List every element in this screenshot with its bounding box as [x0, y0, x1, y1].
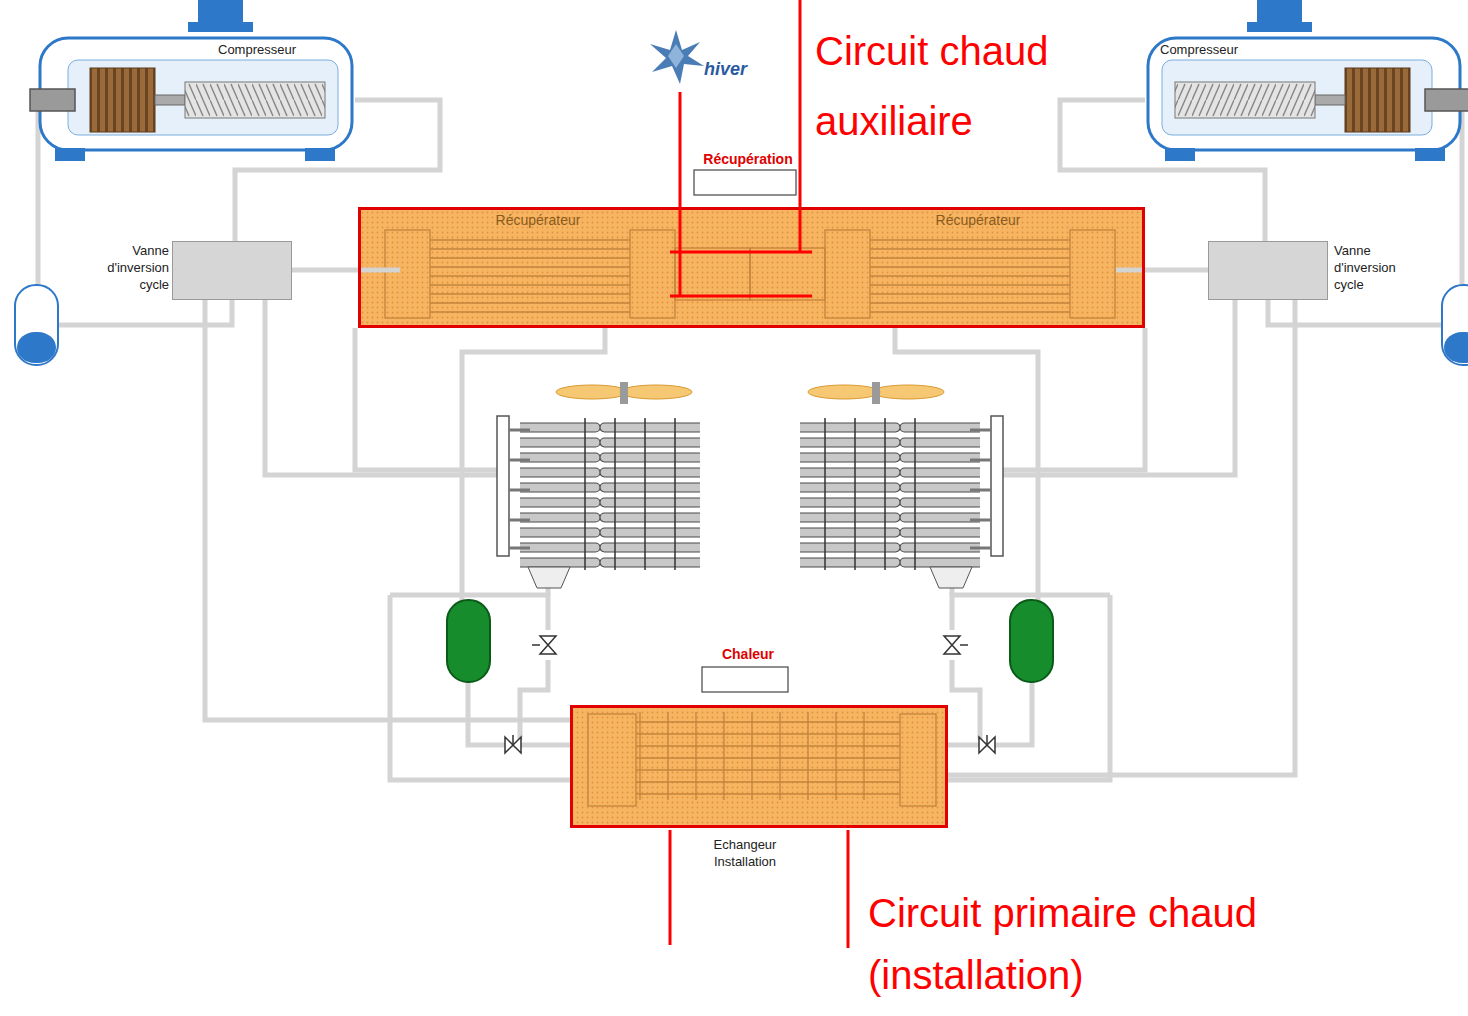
plate-exchanger [385, 230, 750, 318]
expansion-valve [512, 735, 514, 745]
season-label: hiver [704, 58, 764, 80]
leader-line [679, 92, 682, 296]
compressor-drawing [30, 89, 75, 111]
fan [556, 382, 692, 404]
leader-line [799, 0, 802, 252]
fan [556, 385, 628, 399]
refrigerant-pipe [390, 595, 575, 780]
pipe-connector [948, 300, 1295, 775]
section-heading: Récupération [678, 151, 818, 168]
recovery-exchanger: Récupérateur [840, 209, 1116, 322]
refrigerant-pipe [355, 328, 500, 470]
winter-icon [650, 30, 704, 84]
recovery-band: RécupérationRécupérateurRécupérateur [358, 207, 1145, 328]
expansion-valve [505, 636, 556, 753]
component-label: Récupérateur [400, 212, 676, 229]
air-coil [520, 420, 700, 570]
refrigerant-pipe [38, 100, 605, 780]
component-label: Vanne d'inversion cycle [1334, 242, 1406, 293]
refrigerant-circuit [800, 0, 1468, 780]
leader-line [669, 830, 672, 945]
component-label: Récupérateur [840, 212, 1116, 229]
air-coil [497, 416, 509, 556]
compressor-drawing [30, 0, 352, 161]
air-coil [509, 430, 530, 548]
compressor-drawing [305, 148, 335, 161]
recovery-exchanger: Récupérateur [400, 209, 676, 322]
installation-exchanger-drawing [570, 705, 948, 828]
plate-exchanger [430, 240, 630, 312]
recovery-exchanger-drawing [358, 207, 1145, 328]
compressor-drawing [90, 68, 155, 132]
fan [620, 382, 628, 404]
pipe-connector [1060, 100, 1265, 241]
component-label: Echangeur Installation [700, 836, 790, 870]
installation-exchanger-drawing [570, 705, 948, 828]
pipe-connector [1116, 268, 1208, 273]
installation-exchanger-drawing [588, 712, 936, 806]
pipe-connector [205, 300, 570, 720]
installation-exchanger-drawing [640, 712, 864, 800]
liquid-receiver [447, 600, 490, 682]
installation-exchanger-drawing [900, 714, 936, 806]
component-label: Compresseur [1160, 42, 1280, 58]
accumulator [15, 285, 58, 365]
leader-line [670, 251, 812, 254]
liquid-receiver [447, 600, 490, 682]
fan [620, 385, 692, 399]
callout-label: Circuit chaud auxiliaire [815, 16, 1115, 156]
compressor-drawing [188, 22, 253, 32]
expansion-valve [532, 644, 540, 646]
component-label: Compresseur [218, 42, 338, 58]
plate-exchanger [750, 230, 1115, 318]
air-coil [497, 416, 700, 588]
plate-exchanger [385, 230, 430, 318]
compressor-drawing [155, 95, 185, 105]
component-label: Vanne d'inversion cycle [97, 242, 169, 293]
reversing-valve: Vanne d'inversion cycle [172, 241, 292, 300]
compressor: Compresseur [1145, 8, 1465, 160]
expansion-valve [540, 636, 556, 654]
installation-exchanger-drawing [636, 722, 900, 794]
leader-line [847, 830, 850, 948]
compressor-drawing [40, 38, 352, 150]
winter-icon [650, 30, 704, 84]
leader-line [670, 295, 812, 298]
accumulator [15, 285, 58, 365]
indicator-box [694, 170, 796, 692]
reversing-valve: Vanne d'inversion cycle [1208, 241, 1328, 300]
accumulator [17, 332, 56, 363]
compressor-drawing [55, 148, 85, 161]
installation-exchanger: ChaleurEchangeur Installation [570, 705, 948, 828]
indicator-box [694, 170, 796, 195]
air-coil [528, 567, 570, 588]
compressor-drawing [68, 60, 338, 135]
plate-exchanger [675, 248, 750, 300]
winter-icon [668, 44, 684, 68]
section-heading: Chaleur [678, 646, 818, 663]
callout-label: Circuit primaire chaud (installation) [868, 882, 1428, 1006]
compressor: Compresseur [35, 8, 355, 160]
indicator-box [702, 667, 788, 692]
refrigerant-circuit [15, 0, 700, 780]
refrigerant-pipe [520, 660, 548, 740]
pipe-connector [292, 268, 400, 273]
recovery-exchanger-drawing [358, 207, 1145, 328]
installation-exchanger-drawing [588, 714, 636, 806]
pipe-connector [235, 100, 440, 241]
leader-line [670, 0, 848, 948]
plate-exchanger [630, 230, 675, 318]
compressor-drawing [185, 82, 325, 118]
connector-group [205, 100, 1295, 775]
air-coil [585, 418, 675, 570]
